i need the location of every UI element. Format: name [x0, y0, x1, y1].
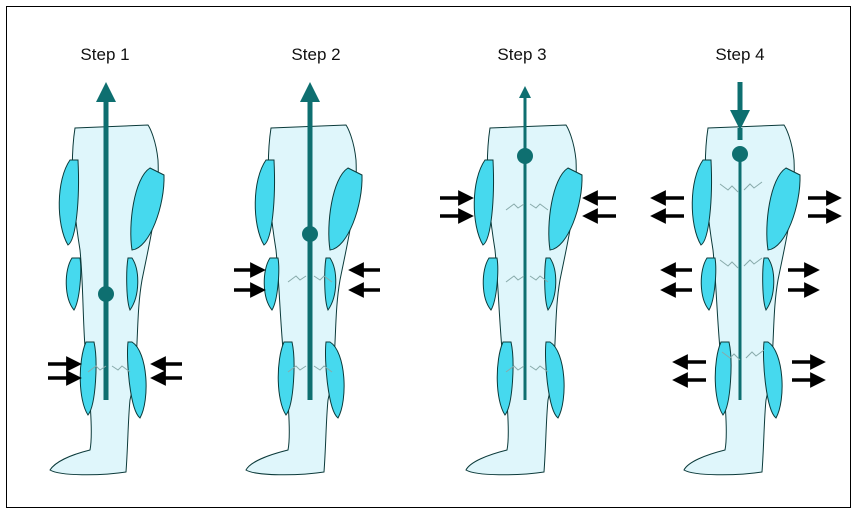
thigh-cuff-left [692, 160, 711, 245]
thigh-cuff-left [474, 160, 493, 245]
knee-cuff-left [66, 258, 81, 310]
step-1-panel: Step 1 [48, 45, 182, 475]
calf-cuff-right [546, 342, 565, 418]
thigh-cuff-left [59, 160, 78, 245]
calf-cuff-right [764, 342, 783, 418]
knee-cuff-left [483, 258, 498, 310]
step-3-label: Step 3 [497, 45, 546, 64]
calf-cuff-right [128, 342, 147, 418]
calf-cuff-right [326, 342, 345, 418]
step-1-label: Step 1 [80, 45, 129, 64]
flow-dot [732, 146, 748, 162]
thigh-cuff-left [255, 160, 274, 245]
step-3-panel: Step 3 [440, 45, 616, 475]
knee-cuff-left [701, 258, 716, 310]
step-4-label: Step 4 [715, 45, 764, 64]
step-4-panel: Step 4 [658, 45, 834, 475]
flow-dot [98, 286, 114, 302]
step-2-panel: Step 2 [234, 45, 380, 475]
step-2-label: Step 2 [291, 45, 340, 64]
flow-dot [302, 226, 318, 242]
knee-cuff-left [264, 258, 279, 310]
flow-dot [517, 148, 533, 164]
